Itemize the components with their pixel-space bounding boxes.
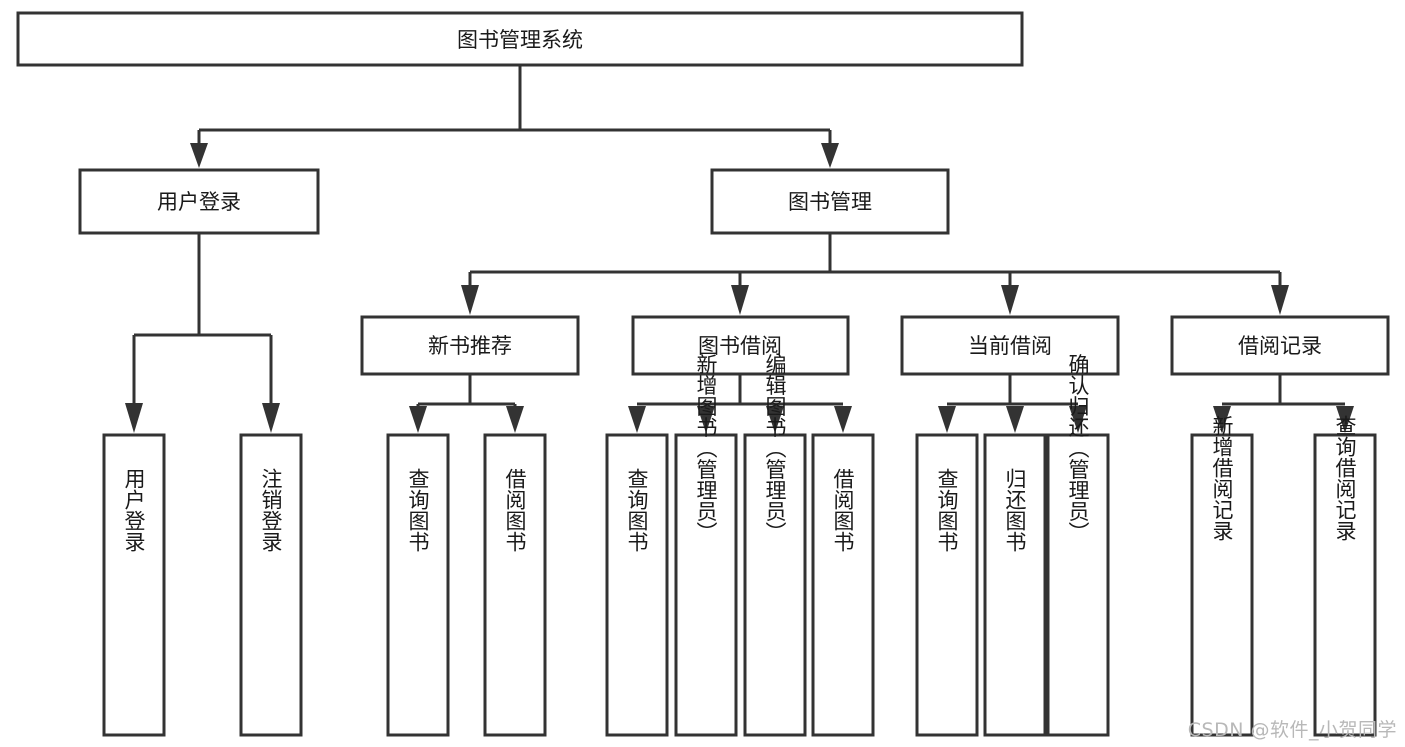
leaf-query-book-newbook-label: 查询图书 [406,468,430,552]
leaf-add-book-admin[interactable]: 新增图书（管理员） [674,354,738,737]
node-book-management[interactable]: 图书管理 [710,168,950,235]
arrow-head-leaf-query-book-2 [628,406,646,433]
leaf-add-borrow-record[interactable]: 新增借阅记录 [1190,415,1254,737]
node-current-borrow-label: 当前借阅 [968,334,1052,358]
leaf-query-book-current-label: 查询图书 [935,468,959,552]
leaf-query-book-borrow-label: 查询图书 [625,468,649,552]
node-user-login[interactable]: 用户登录 [78,168,320,235]
leaf-borrow-book-borrow-label: 借阅图书 [831,468,855,552]
node-book-borrow-box[interactable] [631,315,850,376]
arrow-head-user-login [190,143,208,168]
node-new-book-recommend-box[interactable] [360,315,580,376]
leaf-logout-label: 注销登录 [259,468,283,552]
leaf-query-book-newbook-box[interactable] [386,433,450,737]
leaf-user-login-label: 用户登录 [122,468,146,552]
leaf-edit-book-admin-box[interactable] [743,433,807,737]
node-new-book-recommend[interactable]: 新书推荐 [360,315,580,376]
arrow-head-borrow [731,285,749,315]
node-new-book-recommend-label: 新书推荐 [428,334,512,358]
arrow-head-leaf-edit-book [766,406,784,433]
leaf-borrow-book-borrow[interactable]: 借阅图书 [811,433,875,737]
leaf-confirm-return-admin[interactable]: 确认归还（管理员） [1046,354,1110,737]
leaf-add-borrow-record-label: 新增借阅记录 [1210,415,1234,541]
leaf-borrow-book-newbook-box[interactable] [483,433,547,737]
leaf-query-borrow-record[interactable]: 查询借阅记录 [1313,415,1377,737]
leaf-edit-book-admin-label: 编辑图书（管理员） [763,354,787,543]
arrow-head-leaf-borrow-book-2 [834,406,852,433]
node-book-management-label: 图书管理 [788,190,872,214]
arrow-head-current [1001,285,1019,315]
node-user-login-label: 用户登录 [157,190,241,214]
node-book-management-box[interactable] [710,168,950,235]
connector-layer [125,65,1354,433]
leaf-query-book-borrow[interactable]: 查询图书 [605,433,669,737]
arrow-head-leaf-logout [262,403,280,433]
leaf-query-borrow-record-label: 查询借阅记录 [1333,415,1357,541]
leaf-confirm-return-admin-box[interactable] [1046,433,1110,737]
leaf-borrow-book-borrow-box[interactable] [811,433,875,737]
leaf-query-book-current[interactable]: 查询图书 [915,433,979,737]
leaf-query-book-newbook[interactable]: 查询图书 [386,433,450,737]
arrow-head-leaf-confirm-return [1069,406,1087,433]
node-user-login-box[interactable] [78,168,320,235]
arrow-head-leaf-query-book-1 [409,406,427,433]
arrow-head-leaf-borrow-book-1 [506,406,524,433]
leaf-query-borrow-record-box[interactable] [1313,433,1377,737]
node-book-borrow[interactable]: 图书借阅 [631,315,850,376]
arrow-head-leaf-add-record [1213,406,1231,433]
arrow-head-leaf-user-login [125,403,143,433]
node-current-borrow[interactable]: 当前借阅 [900,315,1120,376]
leaf-add-book-admin-label: 新增图书（管理员） [694,354,718,543]
leaf-borrow-book-newbook[interactable]: 借阅图书 [483,433,547,737]
leaf-logout[interactable]: 注销登录 [239,433,303,737]
arrow-head-leaf-return-book [1006,406,1024,433]
leaf-borrow-book-newbook-label: 借阅图书 [503,468,527,552]
node-book-borrow-label: 图书借阅 [698,334,782,358]
node-borrow-record-box[interactable] [1170,315,1390,376]
arrow-head-leaf-add-book [697,406,715,433]
node-current-borrow-box[interactable] [900,315,1120,376]
leaf-query-book-borrow-box[interactable] [605,433,669,737]
leaf-add-book-admin-box[interactable] [674,433,738,737]
arrow-head-record [1271,285,1289,315]
node-root-system[interactable]: 图书管理系统 [16,11,1024,67]
leaf-logout-box[interactable] [239,433,303,737]
leaf-edit-book-admin[interactable]: 编辑图书（管理员） [743,354,807,737]
leaf-add-borrow-record-box[interactable] [1190,433,1254,737]
node-borrow-record-label: 借阅记录 [1238,334,1322,358]
node-root-system-box[interactable] [16,11,1024,67]
leaf-query-book-current-box[interactable] [915,433,979,737]
arrow-head-leaf-query-book-3 [938,406,956,433]
arrow-head-leaf-query-record [1336,406,1354,433]
leaf-user-login-box[interactable] [102,433,166,737]
arrow-head-newbook [461,285,479,315]
node-borrow-record[interactable]: 借阅记录 [1170,315,1390,376]
leaf-user-login[interactable]: 用户登录 [102,433,166,737]
leaf-return-book-box[interactable] [983,433,1047,737]
leaf-return-book-label: 归还图书 [1003,468,1027,552]
leaf-return-book[interactable]: 归还图书 [983,433,1047,737]
leaf-confirm-return-admin-label: 确认归还（管理员） [1066,354,1090,543]
arrow-head-book-manage [821,143,839,168]
node-root-system-label: 图书管理系统 [457,28,583,52]
